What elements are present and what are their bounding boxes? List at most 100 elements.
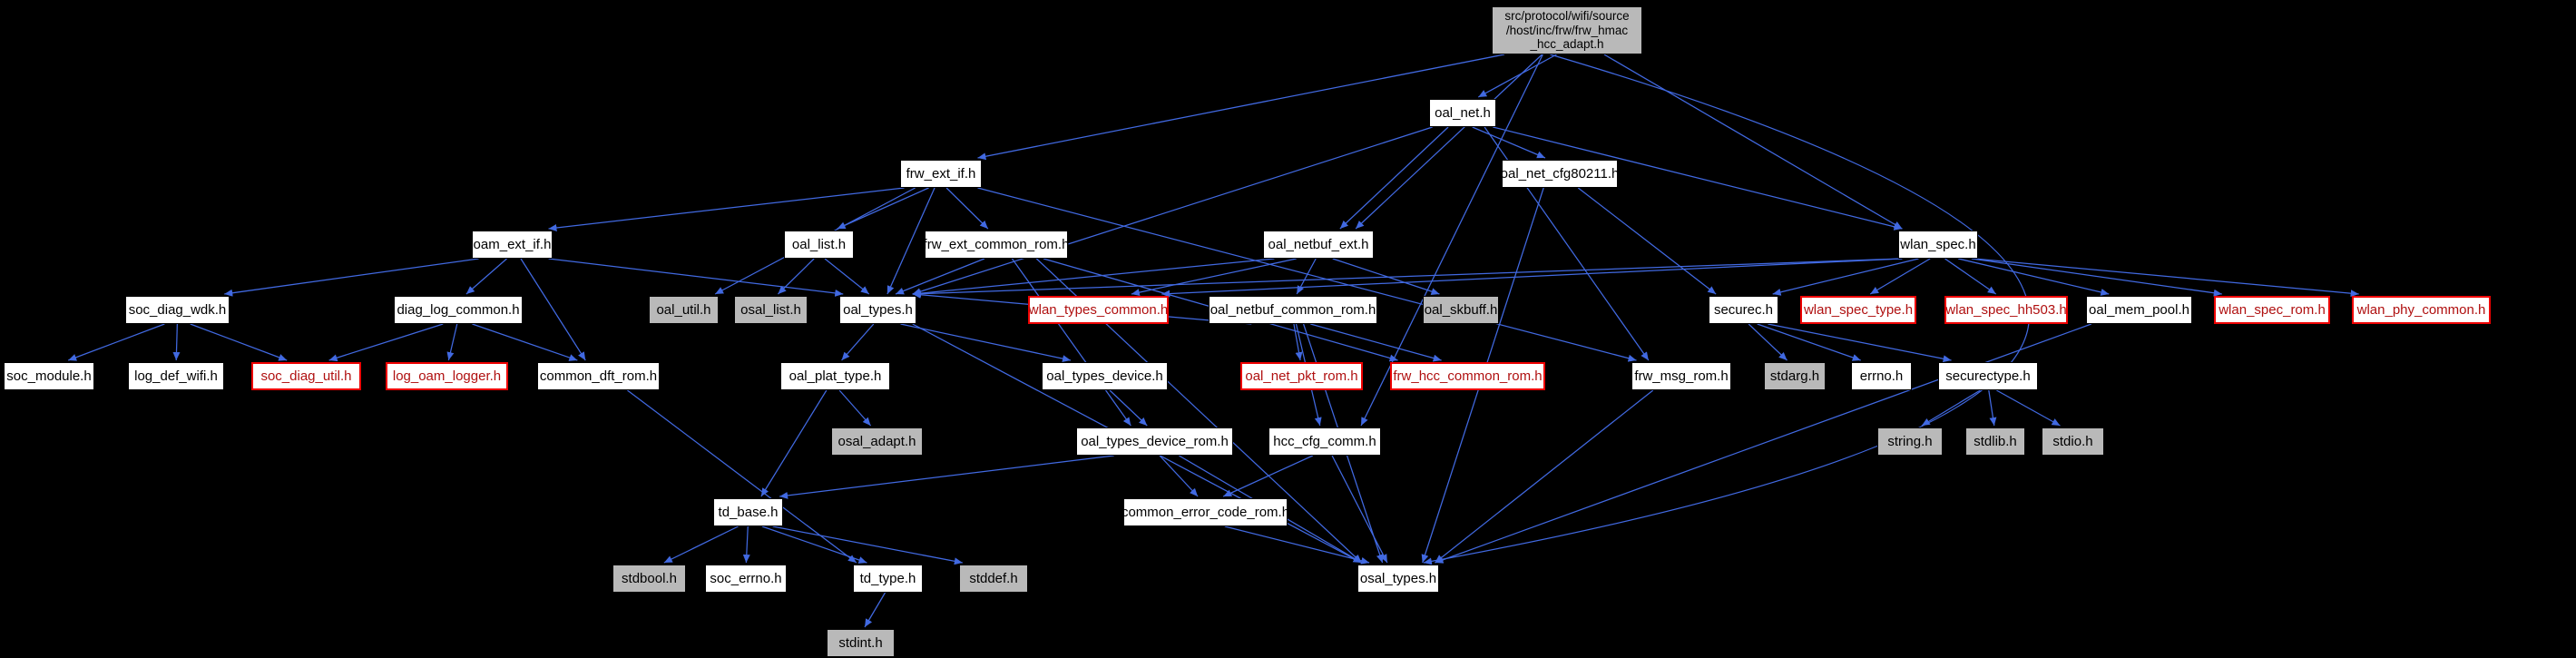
edge-td_base-to-soc_errno	[742, 525, 750, 564]
edge-frw_msg_rom-to-osal_types	[1435, 389, 1654, 564]
node-stdbool[interactable]: stdbool.h	[612, 565, 686, 593]
edge-oam_ext_if-to-soc_diag_wdk	[224, 258, 479, 297]
node-stdlib[interactable]: stdlib.h	[1965, 427, 2025, 456]
edge-oam_ext_if-to-oal_types	[548, 258, 844, 297]
edge-oal_plat_type-to-osal_adapt	[838, 389, 872, 427]
edge-oal_netbuf_ext-to-oal_skbuff	[1332, 258, 1440, 295]
node-osal_adapt[interactable]: osal_adapt.h	[831, 427, 923, 456]
edge-wlan_spec-to-wlan_spec_type	[1869, 258, 1931, 295]
edge-oam_ext_if-to-common_dft_rom	[520, 258, 586, 361]
node-string[interactable]: string.h	[1877, 427, 1943, 456]
node-wlan_spec_rom[interactable]: wlan_spec_rom.h	[2214, 296, 2330, 324]
node-frw_hcc_common_rom[interactable]: frw_hcc_common_rom.h	[1390, 362, 1545, 390]
node-oal_netbuf_ext[interactable]: oal_netbuf_ext.h	[1263, 231, 1374, 259]
edge-securec-to-stdarg	[1748, 323, 1788, 361]
edge-frw_ext_common_rom-to-oal_types	[895, 258, 985, 295]
edge-oal_types_device-to-oal_types_device_rom	[1109, 389, 1148, 427]
edge-root-to-frw_ext_if	[977, 54, 1505, 161]
edge-root-to-oal_net	[1477, 54, 1557, 98]
edge-td_base-to-stdbool	[663, 525, 739, 564]
node-frw_msg_rom[interactable]: frw_msg_rom.h	[1631, 362, 1731, 390]
node-stdarg[interactable]: stdarg.h	[1764, 362, 1826, 390]
node-wlan_spec[interactable]: wlan_spec.h	[1898, 231, 1978, 259]
node-oal_net_cfg80211[interactable]: oal_net_cfg80211.h	[1501, 160, 1619, 188]
edge-soc_diag_wdk-to-log_def_wifi	[172, 323, 181, 361]
edge-td_base-to-stddef	[772, 525, 963, 565]
edge-oal_net-to-oal_net_cfg80211	[1472, 126, 1546, 159]
edge-oal_netbuf_common_rom-to-frw_hcc_common_rom	[1310, 323, 1442, 362]
node-stdio[interactable]: stdio.h	[2042, 427, 2104, 456]
edge-soc_diag_wdk-to-soc_module	[68, 323, 165, 361]
node-common_error_code_rom[interactable]: common_error_code_rom.h	[1121, 498, 1289, 526]
edge-oal_plat_type-to-td_base	[760, 389, 828, 497]
edge-root-to-oal_netbuf_ext	[1355, 54, 1543, 230]
edge-oal_netbuf_common_rom-to-oal_net_pkt_rom	[1293, 323, 1303, 361]
node-soc_module[interactable]: soc_module.h	[4, 362, 94, 390]
node-errno[interactable]: errno.h	[1851, 362, 1912, 390]
edge-oal_net-to-oal_netbuf_ext	[1339, 126, 1449, 230]
node-oal_types_device[interactable]: oal_types_device.h	[1042, 362, 1168, 390]
node-diag_log_common[interactable]: diag_log_common.h	[394, 296, 523, 324]
node-log_oam_logger[interactable]: log_oam_logger.h	[386, 362, 508, 390]
node-frw_ext_common_rom[interactable]: frw_ext_common_rom.h	[924, 231, 1069, 259]
edge-frw_ext_if-to-oam_ext_if	[548, 187, 905, 231]
edge-td_base-to-td_type	[761, 525, 867, 564]
node-wlan_spec_hh503[interactable]: wlan_spec_hh503.h	[1944, 296, 2068, 324]
node-common_dft_rom[interactable]: common_dft_rom.h	[537, 362, 660, 390]
edge-diag_log_common-to-common_dft_rom	[472, 323, 578, 361]
edge-layer	[68, 54, 2359, 628]
node-oal_netbuf_common_rom[interactable]: oal_netbuf_common_rom.h	[1209, 296, 1377, 324]
edge-oal_types_device_rom-to-common_error_code_rom	[1159, 455, 1199, 497]
edge-oal_netbuf_ext-to-oal_netbuf_common_rom	[1296, 258, 1317, 295]
edge-frw_ext_if-to-oal_types	[886, 187, 935, 295]
node-osal_list[interactable]: osal_list.h	[734, 296, 808, 324]
node-td_base[interactable]: td_base.h	[713, 498, 783, 526]
node-oal_mem_pool[interactable]: oal_mem_pool.h	[2086, 296, 2192, 324]
edge-oal_net-to-oal_types	[912, 126, 1433, 296]
edge-root-to-osal_types	[1423, 54, 2030, 565]
node-oal_plat_type[interactable]: oal_plat_type.h	[780, 362, 890, 390]
node-soc_diag_util[interactable]: soc_diag_util.h	[251, 362, 361, 390]
node-root: src/protocol/wifi/source /host/inc/frw/f…	[1492, 6, 1642, 54]
edge-wlan_spec-to-wlan_types_common	[1161, 258, 1903, 298]
node-wlan_types_common[interactable]: wlan_types_common.h	[1028, 296, 1169, 324]
edge-oal_types-to-oal_plat_type	[841, 323, 875, 361]
edge-oal_list-to-osal_list	[778, 258, 815, 295]
node-stdint[interactable]: stdint.h	[827, 629, 895, 657]
edge-oal_types-to-oal_types_device	[900, 323, 1072, 363]
edge-frw_ext_common_rom-to-oal_types_device_rom	[1011, 258, 1131, 427]
node-oal_types_device_rom[interactable]: oal_types_device_rom.h	[1076, 427, 1233, 456]
node-osal_types[interactable]: osal_types.h	[1357, 565, 1439, 593]
edge-root-to-wlan_spec	[1603, 54, 1903, 230]
node-securec[interactable]: securec.h	[1709, 296, 1778, 324]
node-oal_list[interactable]: oal_list.h	[784, 231, 854, 259]
node-oal_skbuff[interactable]: oal_skbuff.h	[1423, 296, 1499, 324]
edge-oal_net-to-wlan_spec	[1493, 126, 1903, 231]
node-td_type[interactable]: td_type.h	[853, 565, 923, 593]
node-hcc_cfg_comm[interactable]: hcc_cfg_comm.h	[1268, 427, 1381, 456]
node-log_def_wifi[interactable]: log_def_wifi.h	[128, 362, 224, 390]
edge-securec-to-securectype	[1768, 323, 1952, 363]
node-stddef[interactable]: stddef.h	[959, 565, 1028, 593]
node-oam_ext_if[interactable]: oam_ext_if.h	[472, 231, 553, 259]
edge-securectype-to-stdio	[1996, 389, 2061, 427]
node-oal_util[interactable]: oal_util.h	[649, 296, 719, 324]
edge-oal_net_cfg80211-to-securec	[1577, 187, 1717, 295]
edge-wlan_spec-to-wlan_spec_hh503	[1944, 258, 1997, 295]
edge-wlan_spec-to-oal_mem_pool	[1958, 258, 2110, 296]
edge-frw_ext_if-to-oal_list	[837, 187, 929, 230]
node-wlan_phy_common[interactable]: wlan_phy_common.h	[2352, 296, 2491, 324]
edge-securec-to-errno	[1757, 323, 1861, 361]
node-oal_net[interactable]: oal_net.h	[1429, 99, 1496, 127]
node-securectype[interactable]: securectype.h	[1938, 362, 2038, 390]
edge-diag_log_common-to-soc_diag_util	[328, 323, 444, 362]
node-oal_net_pkt_rom[interactable]: oal_net_pkt_rom.h	[1240, 362, 1363, 390]
node-frw_ext_if[interactable]: frw_ext_if.h	[900, 160, 982, 188]
node-oal_types[interactable]: oal_types.h	[839, 296, 916, 324]
node-soc_diag_wdk[interactable]: soc_diag_wdk.h	[125, 296, 230, 324]
edge-diag_log_common-to-log_oam_logger	[446, 323, 458, 361]
edge-td_type-to-stdint	[864, 592, 886, 628]
node-wlan_spec_type[interactable]: wlan_spec_type.h	[1800, 296, 1916, 324]
node-soc_errno[interactable]: soc_errno.h	[705, 565, 787, 593]
